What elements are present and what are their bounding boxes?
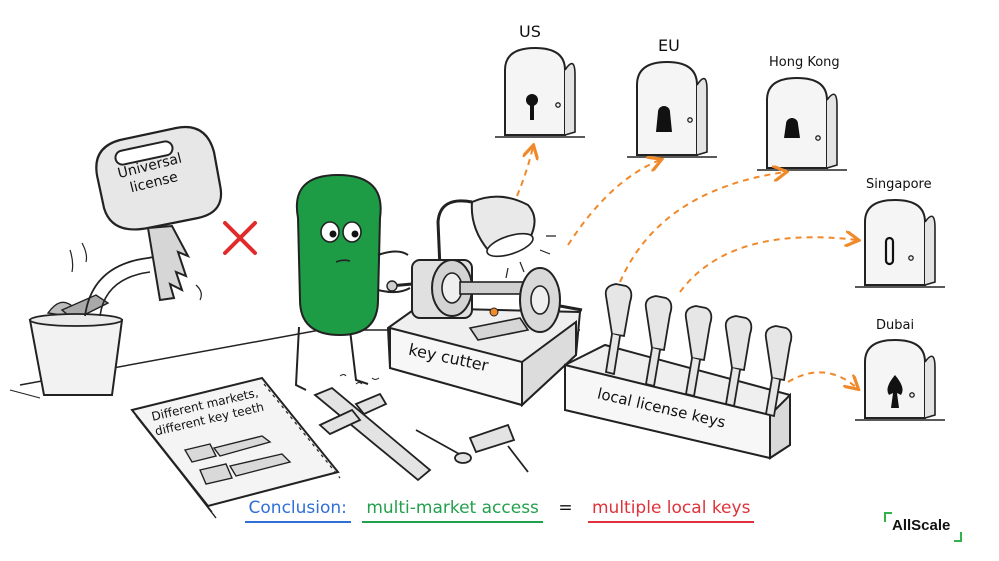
local-key [644, 295, 673, 388]
lock-hong-kong [757, 76, 847, 171]
market-label-singapore: Singapore [866, 177, 932, 192]
green-character [294, 173, 411, 391]
lock-eu [627, 60, 717, 158]
lock-singapore [855, 198, 945, 288]
local-key [764, 325, 793, 418]
conclusion-line: Conclusion: multi-market access = multip… [0, 498, 999, 523]
arrow-to-dubai [787, 371, 857, 388]
local-key [684, 305, 713, 398]
conclusion-term-2: multiple local keys [587, 498, 755, 523]
caliper [313, 386, 432, 482]
screwdriver [415, 429, 472, 464]
allscale-logo: AllScale [884, 512, 962, 542]
keyhole-icon [887, 375, 903, 408]
market-label-dubai: Dubai [876, 318, 915, 333]
metal-shavings [339, 374, 380, 385]
tools [313, 386, 529, 482]
rejected-x-icon [223, 221, 257, 255]
brand-name: AllScale [892, 517, 951, 534]
key-cutter-machine [386, 259, 583, 408]
conclusion-prefix: Conclusion: [244, 498, 351, 523]
local-key [604, 283, 633, 376]
local-key [724, 315, 753, 408]
arrow-to-hong-kong [619, 172, 785, 283]
market-label-hong-kong: Hong Kong [769, 55, 840, 70]
notebook [130, 376, 341, 519]
local-keys-rack [564, 283, 793, 460]
arrow-to-singapore [679, 237, 857, 293]
market-label-us: US [519, 22, 541, 41]
conclusion-equals: = [558, 498, 573, 518]
arrow-to-us [516, 147, 533, 197]
universal-license-key [95, 125, 223, 302]
keyhole-icon [884, 236, 895, 266]
discard-pot [28, 294, 124, 396]
arrow-to-eu [567, 160, 660, 246]
wire-brush [468, 423, 529, 473]
conclusion-term-1: multi-market access [362, 498, 543, 523]
lock-us [495, 46, 585, 138]
desk-lamp [431, 195, 556, 279]
lock-dubai [855, 338, 945, 421]
market-label-eu: EU [658, 36, 680, 55]
key-flow-arrows [516, 147, 857, 388]
